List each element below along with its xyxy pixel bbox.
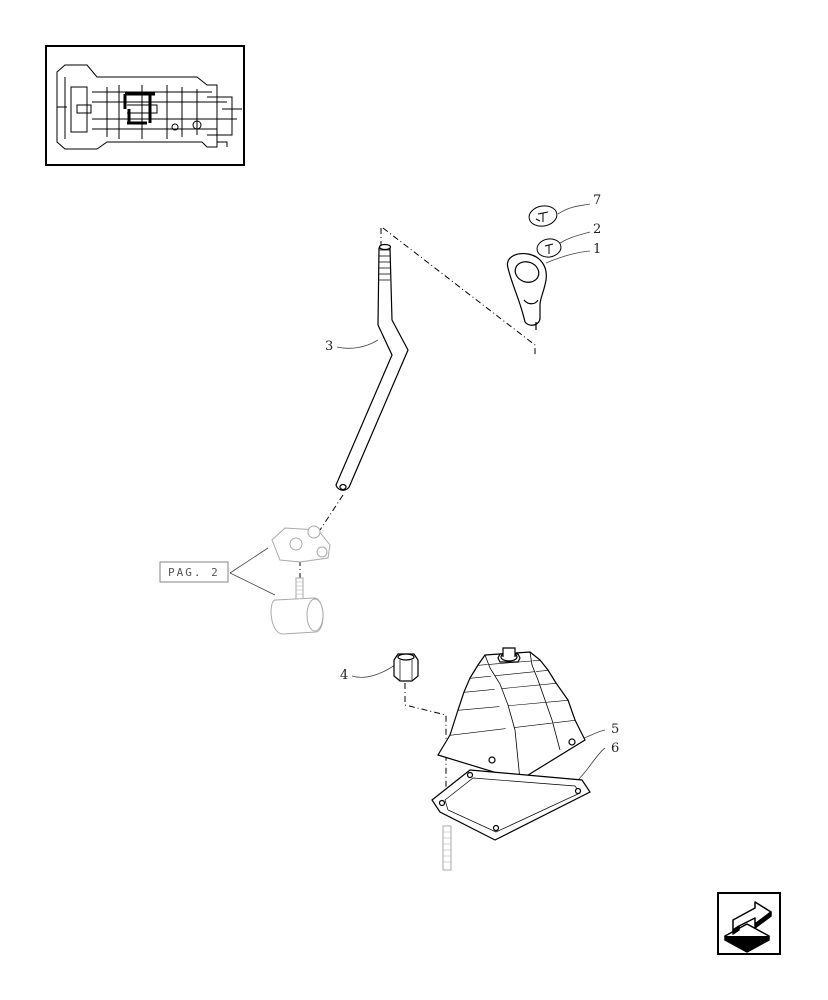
next-page-button[interactable] [717,892,781,955]
callout-4: 4 [340,668,348,683]
assembly-thumbnail [45,45,245,166]
callout-2: 2 [593,222,601,237]
callout-7: 7 [593,193,601,208]
leader-1 [545,250,591,264]
assembly-line-rod-bottom [319,494,344,531]
part-5-rubber-boot [437,647,586,781]
reference-linkage-parts [270,525,331,635]
leader-pag-upper [229,547,269,574]
leader-2 [559,231,591,244]
callout-3: 3 [325,339,333,354]
page-reference-box[interactable]: PAG. 2 [159,561,229,583]
leader-7 [557,203,591,215]
callout-5: 5 [611,722,619,737]
next-page-arrow-icon [724,901,772,953]
assembly-line-nut [404,683,447,810]
part-3-gear-lever-rod [335,243,409,491]
assembly-line-knob [382,227,536,356]
part-7-cap [528,205,558,227]
leader-3 [336,339,379,349]
callout-1: 1 [593,242,601,257]
part-1-gear-knob [506,253,547,330]
leader-4 [351,664,396,678]
callout-6: 6 [611,741,619,756]
stud-bolt [442,825,452,871]
leader-pag-lower [229,572,276,596]
part-2-cap [536,238,562,258]
page-reference-label: PAG. 2 [168,566,220,579]
part-6-gasket [431,769,591,841]
part-4-nut [393,653,419,682]
transmission-thumbnail-drawing [56,64,242,150]
leader-6 [577,747,606,781]
